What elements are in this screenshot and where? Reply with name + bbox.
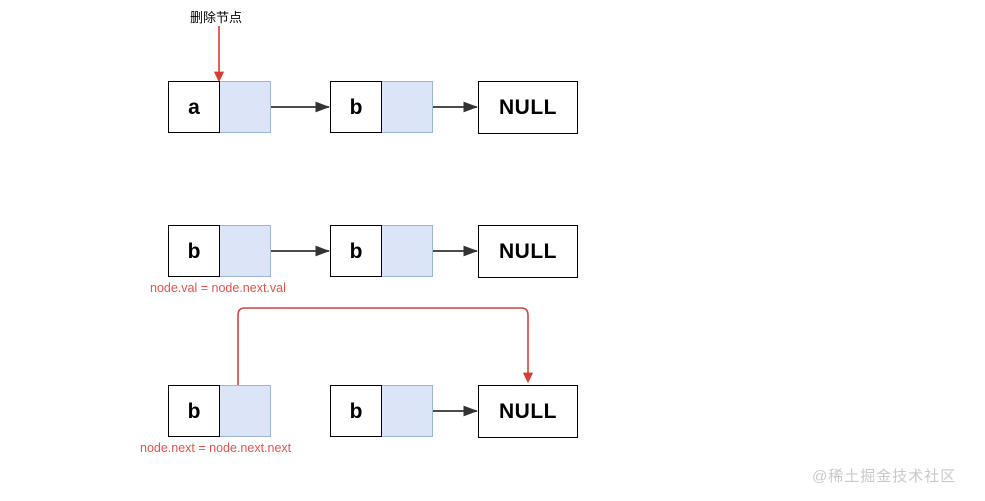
row1-node-2: b [330,81,433,133]
row1-node-2-value: b [330,81,382,133]
row2-node-2-pointer [382,225,433,277]
row1-null-terminal: NULL [478,81,578,134]
row3-node-1: b [168,385,271,437]
row3-node-1-pointer [220,385,271,437]
row2-node-1: b [168,225,271,277]
row3-null-terminal: NULL [478,385,578,438]
row3-node-2-pointer [382,385,433,437]
row1-node-2-pointer [382,81,433,133]
row2-node-1-pointer [220,225,271,277]
row3-node-2-value: b [330,385,382,437]
watermark-label: @稀土掘金技术社区 [812,468,957,485]
row1-node-1-value: a [168,81,220,133]
row2-node-2-value: b [330,225,382,277]
row2-null-terminal: NULL [478,225,578,278]
row2-node-2: b [330,225,433,277]
node-next-assignment-label: node.next = node.next.next [140,441,292,455]
row2-node-1-value: b [168,225,220,277]
row3-node-1-value: b [168,385,220,437]
row1-node-1-pointer [220,81,271,133]
row3-node-2: b [330,385,433,437]
node-val-assignment-label: node.val = node.next.val [150,281,286,295]
row1-node-1: a [168,81,271,133]
bypass-next-next-arrow [237,307,534,386]
delete-node-label: 删除节点 [190,10,243,25]
